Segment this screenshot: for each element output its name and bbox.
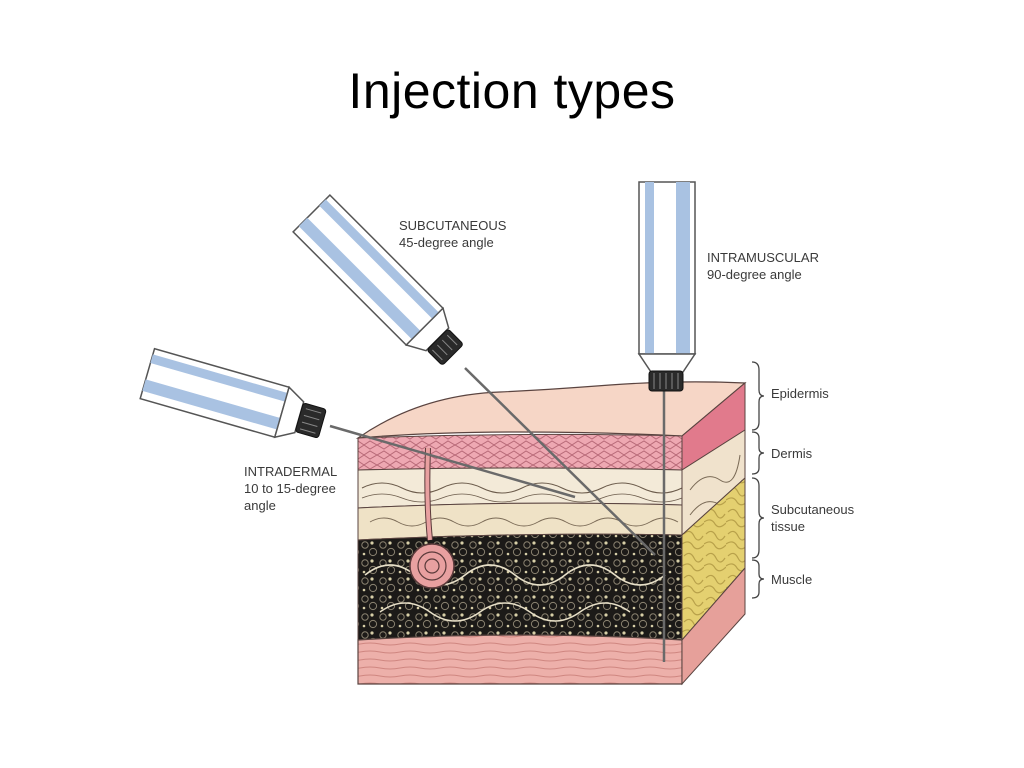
- sweat-gland-coil: [409, 543, 455, 589]
- intradermal-needle: [329, 424, 576, 499]
- label-subcutaneous-angle: 45-degree angle: [399, 235, 494, 250]
- label-epidermis: Epidermis: [771, 386, 829, 401]
- bracket-dermis: [751, 431, 765, 475]
- bracket-epidermis: [751, 361, 765, 431]
- label-dermis: Dermis: [771, 446, 813, 461]
- subcutaneous-needle: [464, 367, 656, 556]
- muscle-front: [357, 634, 683, 685]
- subcutaneous-syringe: [292, 194, 463, 365]
- label-muscle: Muscle: [771, 572, 812, 587]
- dermis-fibrous-band: [357, 467, 683, 509]
- bracket-muscle: [751, 559, 765, 599]
- label-intradermal-angle-2: angle: [244, 498, 276, 513]
- epidermis-top-surface: [355, 381, 747, 439]
- subcutaneous-fat-front: [357, 533, 683, 641]
- intradermal-syringe: [139, 347, 327, 439]
- bracket-subcutaneous: [751, 477, 765, 559]
- muscle-side: [681, 566, 746, 686]
- label-subcutaneous-name: SUBCUTANEOUS: [399, 218, 507, 233]
- label-intradermal-name: INTRADERMAL: [244, 464, 337, 479]
- label-intradermal-angle-1: 10 to 15-degree: [244, 481, 336, 496]
- intramuscular-syringe: [637, 181, 697, 392]
- label-subcutaneous-line2: tissue: [771, 519, 805, 534]
- slide-title: Injection types: [348, 63, 676, 119]
- label-intramuscular-angle: 90-degree angle: [707, 267, 802, 282]
- dermis-front: [357, 433, 683, 471]
- label-subcutaneous-line1: Subcutaneous: [771, 502, 855, 517]
- label-intramuscular-name: INTRAMUSCULAR: [707, 250, 819, 265]
